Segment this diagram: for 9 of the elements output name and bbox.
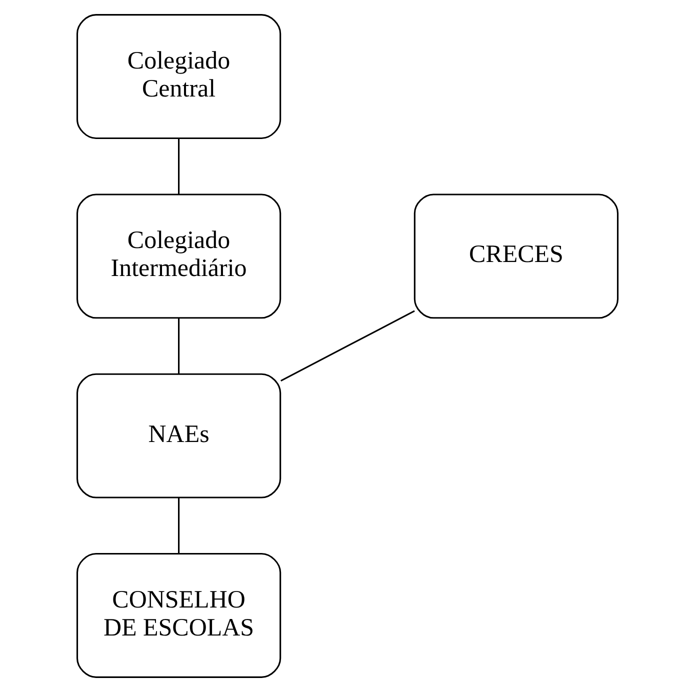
node-box: CRECES — [413, 194, 618, 319]
node-box: Colegiado Central — [76, 14, 281, 140]
connector — [178, 498, 180, 554]
node-box: NAEs — [76, 373, 281, 498]
connector — [280, 310, 414, 382]
node-box: CONSELHO DE ESCOLAS — [76, 552, 281, 678]
connector — [178, 318, 180, 374]
connector — [178, 138, 180, 194]
node-box: Colegiado Intermediário — [76, 194, 281, 319]
